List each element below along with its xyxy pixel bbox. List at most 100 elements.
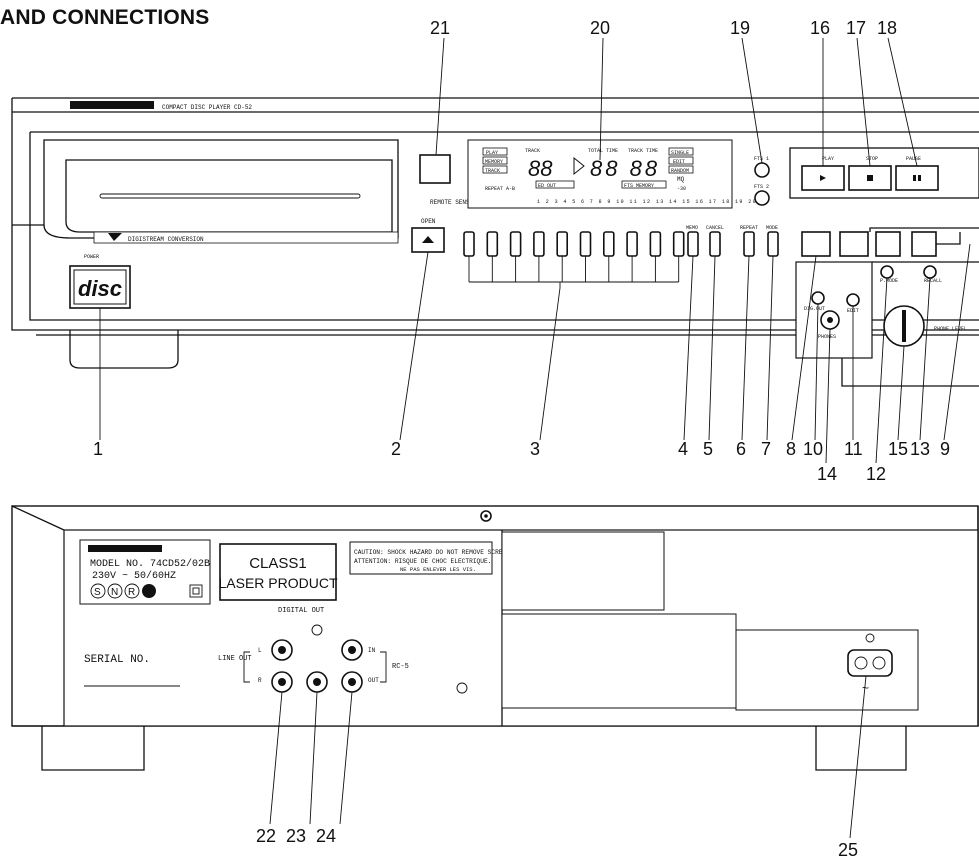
display-fts-memory: FTS MEMORY xyxy=(624,183,654,189)
callout-9: 9 xyxy=(940,439,950,459)
line-out-label: LINE OUT xyxy=(218,655,252,663)
number-key-3[interactable] xyxy=(509,231,522,257)
callout-20: 20 xyxy=(590,18,610,38)
display-total-time-label: TOTAL TIME xyxy=(588,148,618,154)
remote-sensor-window xyxy=(419,154,451,184)
callout-19: 19 xyxy=(730,18,750,38)
number-key-2[interactable] xyxy=(486,231,499,257)
callout-lines xyxy=(99,37,971,839)
display-time-digits: 88 88 xyxy=(590,156,660,181)
rear-panel: MODEL NO. 74CD52/02B 230V ~ 50/60HZ S N … xyxy=(11,505,979,771)
callout-25: 25 xyxy=(838,840,858,858)
disc-logo: disc xyxy=(78,276,122,301)
memo-label: MEMO xyxy=(686,225,698,231)
display-edit-indicator: EDIT xyxy=(673,159,685,165)
callout-18: 18 xyxy=(877,18,897,38)
cancel-button[interactable] xyxy=(709,231,721,257)
laser-class-label: CLASS1 xyxy=(249,555,307,572)
number-key-7[interactable] xyxy=(602,231,615,257)
phone-level-label: PHONE LEVEL xyxy=(934,326,967,332)
memo-button[interactable] xyxy=(687,231,699,257)
display-mq: MQ xyxy=(677,176,685,183)
pause-button[interactable] xyxy=(895,165,939,191)
search-back-button[interactable] xyxy=(875,231,901,257)
attention-text: ATTENTION: RISQUE DE CHOC ELECTRIQUE. xyxy=(354,558,491,565)
callout-2: 2 xyxy=(391,439,401,459)
callout-7: 7 xyxy=(761,439,771,459)
model-number: MODEL NO. 74CD52/02B xyxy=(90,558,210,570)
callout-10: 10 xyxy=(803,439,823,459)
rc5-in-label: IN xyxy=(368,647,376,654)
display-single-indicator: SINGLE xyxy=(671,150,689,156)
callout-13: 13 xyxy=(910,439,930,459)
pause-icon xyxy=(913,175,916,181)
repeat-button[interactable] xyxy=(743,231,755,257)
previous-button[interactable] xyxy=(801,231,831,257)
stop-label: STOP xyxy=(866,156,878,162)
display-window: PLAY MEMORY TRACK REPEAT A-B TRACK TOTAL… xyxy=(467,139,757,209)
callout-3: 3 xyxy=(530,439,540,459)
stop-icon xyxy=(867,175,873,181)
ac-inlet[interactable] xyxy=(847,649,893,677)
mode-button[interactable] xyxy=(767,231,779,257)
pause-label: PAUSE xyxy=(906,156,921,162)
power-label: POWER xyxy=(84,254,99,260)
p-mode-button[interactable] xyxy=(880,265,894,279)
right-label: R xyxy=(258,677,262,684)
display-track-numbers: 1 2 3 4 5 6 7 8 9 10 11 12 13 14 15 16 1… xyxy=(537,199,757,205)
eject-icon xyxy=(422,236,434,243)
callout-23: 23 xyxy=(286,826,306,846)
model-text: COMPACT DISC PLAYER CD-52 xyxy=(162,104,252,111)
cancel-label: CANCEL xyxy=(706,225,724,231)
callout-5: 5 xyxy=(703,439,713,459)
next-button[interactable] xyxy=(839,231,869,257)
callout-1: 1 xyxy=(93,439,103,459)
callout-17: 17 xyxy=(846,18,866,38)
callout-11: 11 xyxy=(844,439,863,459)
number-key-4[interactable] xyxy=(533,231,545,257)
callout-14: 14 xyxy=(817,464,837,484)
mode-label: MODE xyxy=(766,225,778,231)
voltage-rating: 230V ~ 50/60HZ xyxy=(92,570,176,582)
display-play-indicator: PLAY xyxy=(486,150,498,156)
phones-label: PHONES xyxy=(818,334,836,340)
display-track-label: TRACK xyxy=(525,148,540,154)
caution-text: CAUTION: SHOCK HAZARD DO NOT REMOVE SCRE… xyxy=(354,549,514,556)
display-edit-out: ED OUT xyxy=(538,183,556,189)
open-label: OPEN xyxy=(421,218,436,225)
display-track-time-label: TRACK TIME xyxy=(628,148,658,154)
number-key-6[interactable] xyxy=(579,231,592,257)
number-key-8[interactable] xyxy=(626,231,638,257)
recall-button[interactable] xyxy=(923,265,937,279)
display-db: -30 xyxy=(677,186,686,192)
svg-text:S: S xyxy=(94,587,101,598)
callout-16: 16 xyxy=(810,18,830,38)
serial-number-label: SERIAL NO. xyxy=(84,654,150,666)
display-memory-indicator: MEMORY xyxy=(485,159,503,165)
number-key-0[interactable] xyxy=(672,231,685,257)
callout-24: 24 xyxy=(316,826,336,846)
brand-logo xyxy=(70,101,154,109)
right-controls: MEMO CANCEL REPEAT MODE DIG.OUT EDIT P.M… xyxy=(686,225,979,359)
svg-text:R: R xyxy=(128,587,135,598)
rc5-out-label: OUT xyxy=(368,677,379,684)
number-key-1[interactable] xyxy=(463,231,475,257)
fts2-button[interactable] xyxy=(754,190,770,206)
play-label: PLAY xyxy=(822,156,834,162)
search-forward-button[interactable] xyxy=(911,231,937,257)
play-icon xyxy=(820,175,826,181)
page-heading: AND CONNECTIONS xyxy=(0,6,210,29)
rear-brand-logo xyxy=(88,545,162,552)
rc5-label: RC-5 xyxy=(392,663,409,671)
display-random-indicator: RANDOM xyxy=(671,168,689,174)
repeat-label: REPEAT xyxy=(740,225,758,231)
callout-numbers: 1 2 3 4 5 6 7 8 10 11 15 13 9 14 12 21 2… xyxy=(93,18,950,858)
fts1-button[interactable] xyxy=(754,162,770,178)
callout-21: 21 xyxy=(430,18,450,38)
left-label: L xyxy=(258,647,262,654)
number-key-5[interactable] xyxy=(556,231,569,257)
number-key-9[interactable] xyxy=(649,231,662,257)
digital-out-button[interactable] xyxy=(811,291,825,305)
edit-button[interactable] xyxy=(846,293,860,307)
